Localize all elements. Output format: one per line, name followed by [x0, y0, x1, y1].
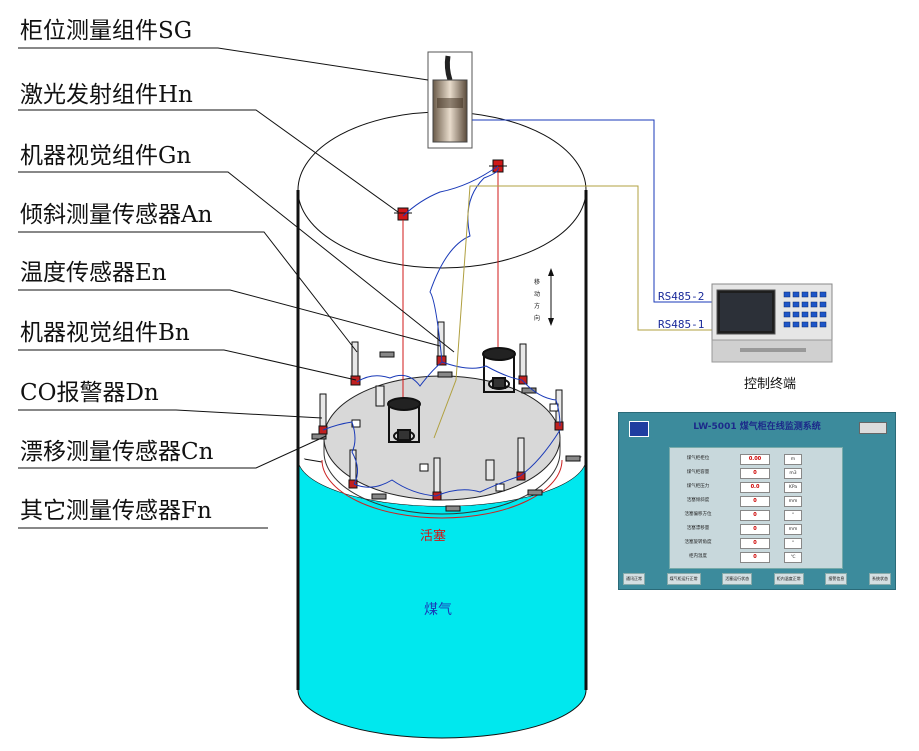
- piston-label: 活塞: [420, 528, 446, 544]
- label-fn: 其它测量传感器Fn: [20, 498, 212, 524]
- panel-row: 活塞漂移量 0 mm: [676, 524, 836, 536]
- label-dn: CO报警器Dn: [20, 380, 159, 406]
- panel-row: 活塞旋转角度 0 °: [676, 538, 836, 550]
- panel-row-name: 活塞旋转角度: [684, 540, 712, 545]
- panel-row: 煤气柜压力 0.0 KPa: [676, 482, 836, 494]
- panel-row-unit: KPa: [784, 482, 802, 493]
- control-terminal: [711, 283, 833, 363]
- panel-row-unit: m: [784, 454, 802, 465]
- panel-title: LW-5001 煤气柜在线监测系统: [693, 422, 821, 432]
- panel-row-name: 活塞偏移方位: [684, 512, 712, 517]
- panel-row-value: 0: [740, 468, 770, 479]
- status-item[interactable]: 通讯正常: [623, 573, 645, 585]
- panel-row-unit: °: [784, 510, 802, 521]
- panel-row: 煤气柜容量 0 m3: [676, 468, 836, 480]
- label-cn: 漂移测量传感器Cn: [20, 439, 214, 465]
- status-item[interactable]: 柜内温度正常: [773, 573, 804, 585]
- label-bn: 机器视觉组件Bn: [20, 320, 190, 346]
- status-item[interactable]: 煤气柜运行正常: [666, 573, 701, 585]
- panel-row-value: 0: [740, 496, 770, 507]
- rs485-1-label: RS485-1: [658, 318, 704, 331]
- panel-row-value: 0.00: [740, 454, 770, 465]
- terminal-label: 控制终端: [744, 376, 796, 392]
- panel-row: 柜内温度 0 ℃: [676, 552, 836, 564]
- panel-row-value: 0: [740, 510, 770, 521]
- panel-row-unit: mm: [784, 496, 802, 507]
- terminal-button-grid: [783, 291, 827, 328]
- level-sensor-sg: [427, 51, 473, 149]
- label-an: 倾斜测量传感器An: [20, 202, 213, 228]
- panel-row-name: 煤气柜柜位: [686, 456, 710, 461]
- panel-row: 煤气柜柜位 0.00 m: [676, 454, 836, 466]
- panel-row-unit: mm: [784, 524, 802, 535]
- label-en: 温度传感器En: [20, 260, 167, 286]
- panel-row: 活塞倾斜度 0 mm: [676, 496, 836, 508]
- gas-tank: [296, 111, 588, 739]
- label-group: [18, 47, 455, 529]
- gas-label: 煤气: [424, 602, 452, 618]
- rs485-1-line: [433, 185, 712, 439]
- panel-row-name: 柜内温度: [689, 554, 707, 559]
- panel-row-value: 0.0: [740, 482, 770, 493]
- rs485-2-line: [472, 119, 712, 303]
- panel-row-unit: °: [784, 538, 802, 549]
- panel-row-value: 0: [740, 552, 770, 563]
- status-item[interactable]: 系统状态: [868, 573, 891, 585]
- panel-row-name: 煤气柜容量: [686, 470, 710, 475]
- panel-row-unit: ℃: [784, 552, 802, 563]
- panel-row: 活塞偏移方位 0 °: [676, 510, 836, 522]
- move-direction-label-2: 动: [534, 291, 540, 298]
- panel-status-bar: 通讯正常 煤气柜运行正常 活塞运行状态 柜内温度正常 报警信息 系统状态: [623, 573, 891, 585]
- move-direction-label-1: 移: [534, 278, 540, 286]
- status-item[interactable]: 活塞运行状态: [722, 573, 753, 585]
- label-gn: 机器视觉组件Gn: [20, 143, 191, 169]
- move-direction-label-3: 方: [534, 302, 540, 310]
- panel-close-button[interactable]: [859, 422, 887, 434]
- panel-row-unit: m3: [784, 468, 802, 479]
- vision-target-1: [387, 397, 421, 443]
- panel-row-name: 煤气柜压力: [686, 484, 710, 489]
- logo-icon: [629, 421, 649, 437]
- rs485-2-label: RS485-2: [658, 290, 704, 303]
- panel-row-name: 活塞倾斜度: [686, 498, 710, 503]
- label-hn: 激光发射组件Hn: [20, 82, 193, 108]
- panel-row-name: 活塞漂移量: [686, 526, 710, 531]
- status-item[interactable]: 报警信息: [825, 573, 848, 585]
- label-sg: 柜位测量组件SG: [20, 18, 192, 44]
- panel-body: 煤气柜柜位 0.00 m 煤气柜容量 0 m3 煤气柜压力 0.0 KPa 活塞倾斜度 0 mm 活塞偏…: [669, 447, 843, 569]
- move-direction-label-4: 向: [534, 314, 540, 322]
- move-direction-indicator: 移 动 方 向: [534, 268, 554, 326]
- panel-row-value: 0: [740, 524, 770, 535]
- panel-row-value: 0: [740, 538, 770, 549]
- vision-target-2: [482, 347, 516, 393]
